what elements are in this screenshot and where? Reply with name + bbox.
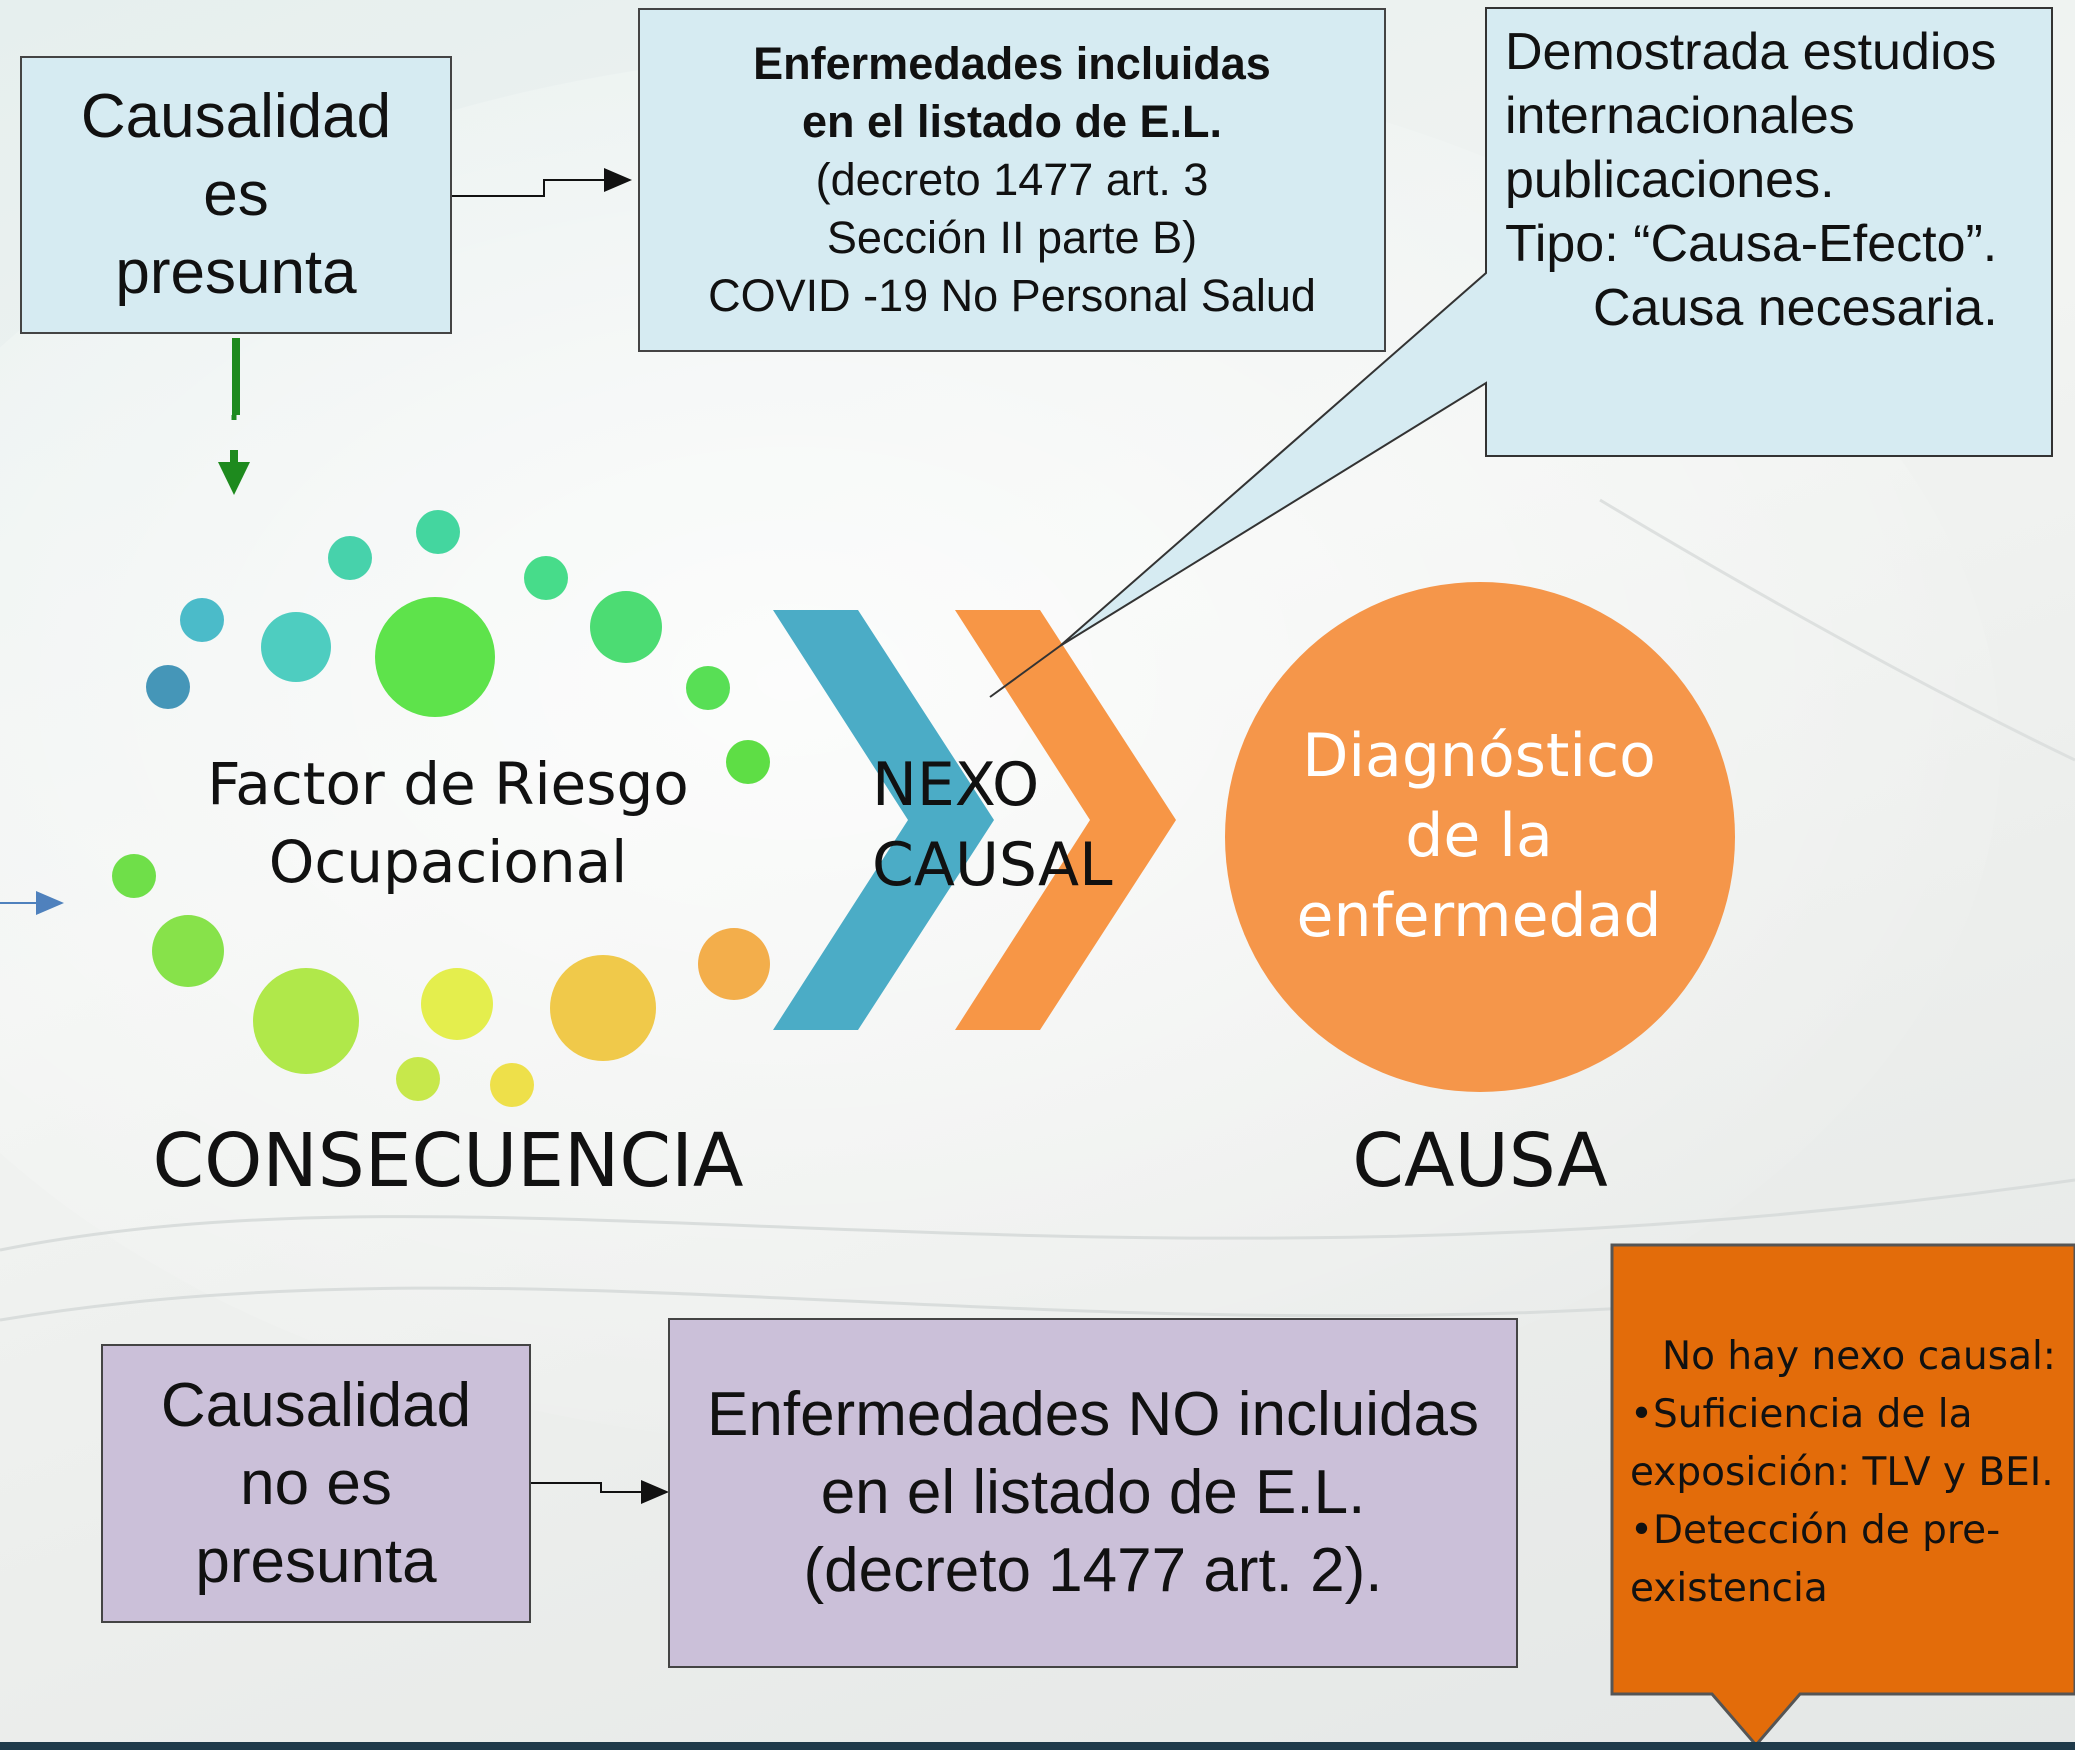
factor-line: Ocupacional [268,828,628,896]
box-line: (decreto 1477 art. 2). [803,1536,1383,1605]
chevron-blue [773,610,994,1030]
dot [524,556,568,600]
dot-ring [112,510,770,1107]
factor-riesgo-label: Factor de Riesgo Ocupacional [207,745,689,901]
nexo-causal-label: NEXO CAUSAL [872,745,1113,905]
enfermedades-incluidas-box: Enfermedades incluidas en el listado de … [638,8,1386,352]
dot [375,597,495,717]
callout-top-right-text: Demostrada estudios internacionales publ… [1505,20,2050,340]
box-line: COVID -19 No Personal Salud [708,270,1316,321]
enfermedades-no-incluidas-box: Enfermedades NO incluidas en el listado … [668,1318,1518,1668]
dot [686,666,730,710]
dot [416,510,460,554]
causalidad-no-presunta-box: Causalidad no es presunta [101,1344,531,1623]
box-line: en el listado de E.L. [820,1458,1366,1527]
dot [180,598,224,642]
callout-line: •Detección de pre- [1630,1508,2001,1553]
callout-bottom-right-shape [1610,1243,2075,1748]
box-line: (decreto 1477 art. 3 [815,154,1209,205]
callout-top-right-shape [1059,7,2053,647]
box-line: presunta [195,1526,437,1596]
dot [328,536,372,580]
callout-line: existencia [1630,1566,1828,1611]
box-line: Sección II parte B) [826,212,1198,263]
connector-top [452,168,632,197]
dot [421,968,493,1040]
dot [396,1057,440,1101]
callout-line: •Suficiencia de la [1630,1392,1973,1437]
bottom-bar [0,1742,2075,1750]
connector-bottom [531,1480,669,1504]
dot [152,915,224,987]
box-title-line: Enfermedades incluidas [753,38,1271,89]
factor-line: Factor de Riesgo [207,750,689,818]
diagnosis-circle [1225,582,1735,1092]
box-title-line: en el listado de E.L. [801,96,1223,147]
green-down-arrow [218,338,250,495]
box-line: Causalidad [160,1370,472,1440]
dot [261,612,331,682]
box-line: presunta [115,238,357,307]
callout-bottom-right-text: No hay nexo causal: •Suficiencia de la e… [1630,1328,2070,1618]
dot [112,854,156,898]
callout-line: exposición: TLV y BEI. [1630,1450,2054,1495]
nexo-line: NEXO [872,750,1040,820]
dot [550,955,656,1061]
diagnostico-label: Diagnóstico de la enfermedad [1297,716,1662,956]
dot [490,1063,534,1107]
box-line: Causalidad [80,82,392,151]
box-line: no es [240,1448,392,1518]
caption-causa: CAUSA [1352,1118,1608,1204]
dot [146,665,190,709]
causalidad-presunta-box: Causalidad es presunta [20,56,452,334]
callout-line: Causa necesaria. [1593,279,1998,337]
diag-line: Diagnóstico [1302,721,1656,791]
callout-line: Tipo: “Causa-Efecto”. [1505,215,1998,273]
chevron-orange [955,610,1176,1030]
box-line: es [203,160,269,229]
box-line: Enfermedades NO incluidas [707,1380,1479,1449]
callout-line: Demostrada estudios [1505,23,1997,81]
dot [726,740,770,784]
caption-consecuencia: CONSECUENCIA [152,1118,744,1204]
diag-line: enfermedad [1296,881,1662,951]
dot [253,968,359,1074]
diag-line: de la [1405,801,1553,871]
nexo-line: CAUSAL [872,830,1113,900]
callout-line: No hay nexo causal: [1662,1334,2056,1379]
dot [590,591,662,663]
callout-line: publicaciones. [1505,151,1835,209]
dot [698,928,770,1000]
callout-line: internacionales [1505,87,1855,145]
